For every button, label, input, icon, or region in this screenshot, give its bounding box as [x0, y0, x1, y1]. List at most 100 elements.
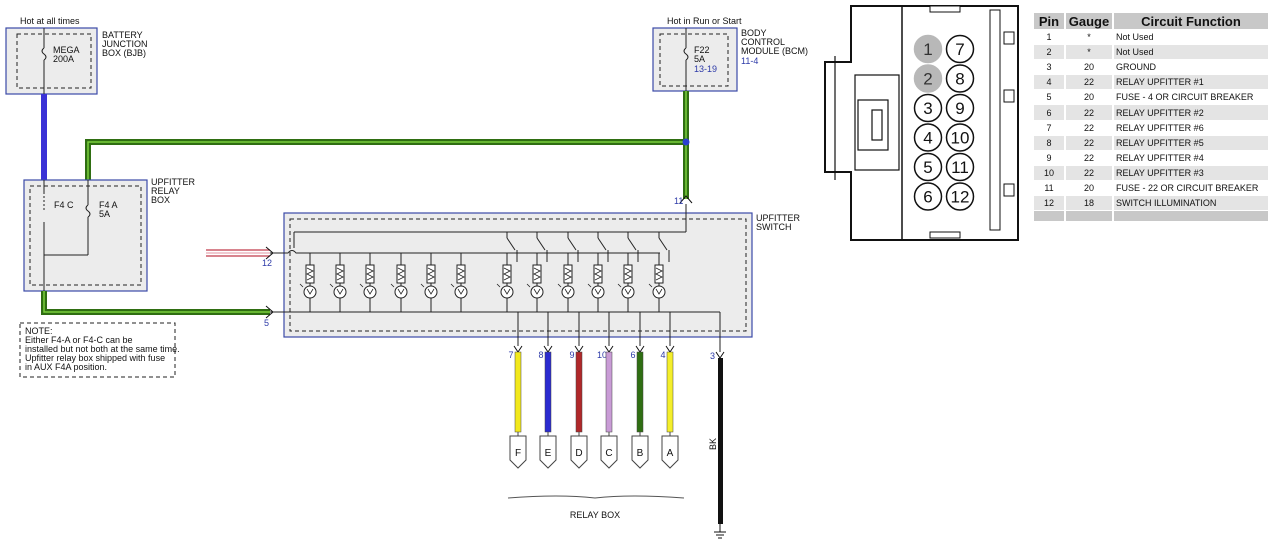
- cell-gauge: 22: [1065, 119, 1114, 136]
- f4a-fuse-symbol: [85, 204, 91, 218]
- cell-gauge: *: [1065, 28, 1114, 45]
- connector-pin-label: 6: [923, 188, 932, 207]
- switch-contact: [536, 232, 548, 262]
- output-wire-letter: E: [545, 448, 552, 459]
- cell-function: RELAY UPFITTER #6: [1113, 119, 1270, 136]
- label-pin-5: 5: [264, 318, 269, 328]
- cell-blank: [1113, 210, 1270, 222]
- note-line-2: Either F4-A or F4-C can be: [25, 335, 133, 345]
- cell-function: Not Used: [1113, 44, 1270, 60]
- table-row-blank: [1034, 210, 1270, 222]
- connector-pin-label: 1: [923, 40, 932, 59]
- switch-channel: [648, 253, 666, 312]
- output-wire: 9D: [569, 312, 588, 469]
- output-wire-pin: 4: [660, 350, 665, 360]
- cell-function: RELAY UPFITTER #2: [1113, 104, 1270, 121]
- cell-blank: [1034, 210, 1066, 222]
- label-bk: BK: [708, 438, 718, 450]
- label-ground-pin: 3: [710, 351, 715, 361]
- connector-pin-label: 7: [955, 40, 964, 59]
- cell-gauge: 20: [1065, 59, 1114, 75]
- connector-pin-label: 11: [951, 158, 969, 177]
- label-f22-ref: 13-19: [694, 64, 717, 74]
- label-relay-box-1: UPFITTER: [151, 177, 195, 187]
- label-pin-11: 11: [674, 196, 683, 206]
- cell-gauge: 18: [1065, 195, 1114, 211]
- header-pin: Pin: [1034, 13, 1066, 30]
- cell-pin: 3: [1034, 59, 1066, 75]
- connector-pin-label: 5: [923, 158, 932, 177]
- illumination-wire: [206, 249, 270, 257]
- cell-gauge: 22: [1065, 104, 1114, 121]
- cell-function: FUSE - 22 OR CIRCUIT BREAKER: [1113, 179, 1270, 196]
- cell-gauge: 20: [1065, 179, 1114, 196]
- label-mega-rating: 200A: [53, 54, 74, 64]
- cell-pin: 4: [1034, 74, 1066, 90]
- table-row: 1*Not Used: [1034, 28, 1270, 45]
- label-pin-12: 12: [262, 258, 272, 268]
- header-gauge: Gauge: [1065, 13, 1114, 30]
- cell-function: FUSE - 4 OR CIRCUIT BREAKER: [1113, 89, 1270, 105]
- cell-pin: 8: [1034, 134, 1066, 151]
- cell-gauge: 22: [1065, 164, 1114, 181]
- connector-pin: 10: [945, 123, 975, 152]
- label-bcm-ref: 11-4: [741, 56, 758, 66]
- connector-pin-label: 4: [923, 129, 932, 148]
- connector-pin-label: 2: [923, 70, 932, 89]
- note-line-3: installed but not both at the same time.: [25, 344, 180, 354]
- output-wire: 10C: [597, 312, 618, 469]
- label-f4c: F4 C: [54, 200, 74, 210]
- note-line-1: NOTE:: [25, 326, 53, 336]
- connector-pin-label: 9: [955, 99, 964, 118]
- connector-pin: 8: [945, 64, 975, 93]
- switch-channel: [587, 253, 605, 312]
- connector-pin-label: 8: [955, 70, 964, 89]
- label-bcm-2: CONTROL: [741, 37, 785, 47]
- note-box: [19, 322, 176, 378]
- output-wire-pin: 10: [597, 350, 607, 360]
- connector-pin-label: 12: [951, 188, 970, 207]
- label-relay-box-3: BOX: [151, 195, 170, 205]
- switch-channel: [299, 253, 317, 312]
- cell-blank: [1065, 210, 1114, 222]
- cell-pin: 2: [1034, 44, 1066, 60]
- f22-fuse-symbol: [683, 47, 689, 61]
- output-wire-pin: 6: [630, 350, 635, 360]
- output-wire-letter: A: [667, 448, 674, 459]
- cell-gauge: 20: [1065, 89, 1114, 105]
- cell-pin: 5: [1034, 89, 1066, 105]
- label-bjb-3: BOX (BJB): [102, 48, 146, 58]
- connector-pin-label: 3: [923, 99, 932, 118]
- cell-function: GROUND: [1113, 59, 1270, 75]
- output-wire-letter: D: [575, 448, 582, 459]
- blue-wire: [41, 94, 47, 180]
- battery-junction-box: [5, 27, 98, 95]
- switch-channel: [496, 253, 514, 312]
- output-wire: 4A: [660, 312, 679, 469]
- switch-channel: [526, 253, 544, 312]
- connector-pin: 3: [913, 93, 943, 123]
- output-wire-pin: 8: [538, 350, 543, 360]
- switch-components: [299, 232, 670, 312]
- connector-pin: 2: [913, 64, 943, 93]
- relay-box-brace: [507, 495, 685, 499]
- output-wire-letter: C: [605, 448, 612, 459]
- header-circuit-function: Circuit Function: [1113, 13, 1270, 30]
- body-control-module: [652, 27, 738, 92]
- switch-channel: [450, 253, 468, 312]
- splice-dot: [682, 138, 690, 146]
- switch-channel: [617, 253, 635, 312]
- green-wire-bottom: [41, 291, 270, 315]
- switch-channel: [359, 253, 377, 312]
- table-row: 2*Not Used: [1034, 44, 1270, 60]
- connector-pin: 7: [945, 34, 975, 64]
